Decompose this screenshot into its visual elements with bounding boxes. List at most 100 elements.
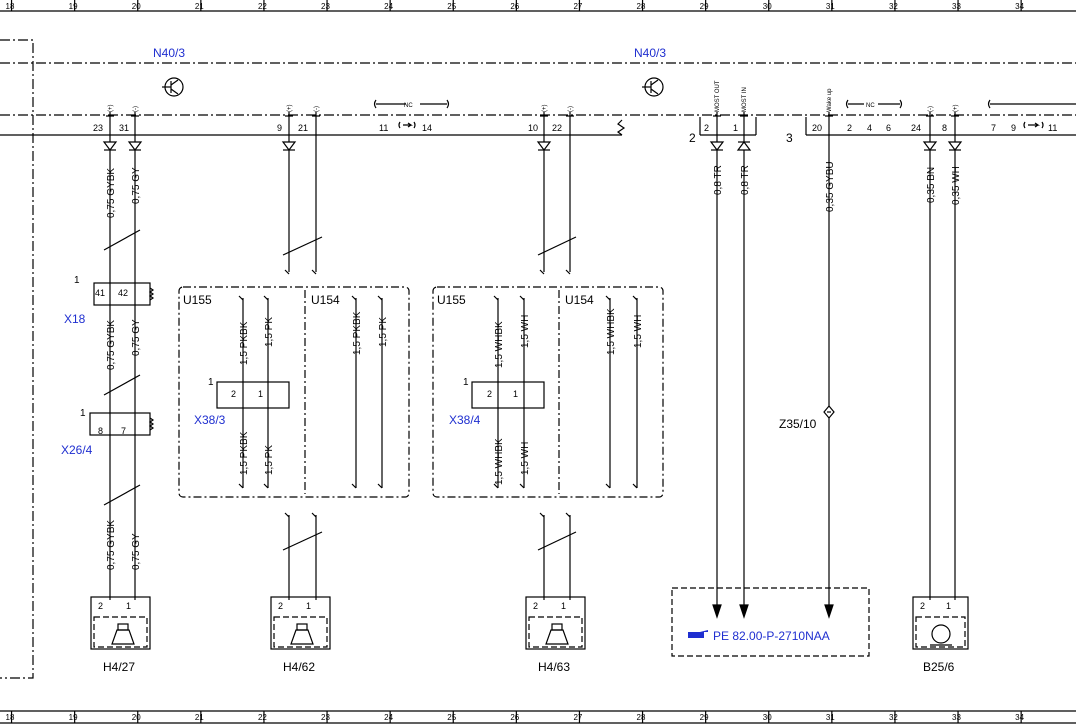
splice-label: Z35/10 xyxy=(779,417,817,431)
wire-label: 1,5 PKBK xyxy=(352,311,363,355)
pin-polarity: (-) xyxy=(568,106,574,112)
pin-polarity: (+) xyxy=(542,104,548,112)
speaker-icon xyxy=(90,596,151,650)
connector-label: X38/3 xyxy=(194,413,226,427)
ruler-number: 31 xyxy=(826,713,835,722)
ruler-number: 29 xyxy=(700,713,709,722)
pin-number: 2 xyxy=(231,389,236,399)
ruler-number: 32 xyxy=(889,713,898,722)
connector-x38-4 xyxy=(471,381,545,409)
pin-polarity: (-) xyxy=(928,106,934,112)
pin-number: 2 xyxy=(847,123,852,133)
pin-number: 1 xyxy=(126,601,131,611)
wire-label: 0,35 BN xyxy=(926,167,937,203)
speaker-icon xyxy=(525,596,586,650)
pin-number: 7 xyxy=(121,426,126,436)
connector-pin-one: 1 xyxy=(208,377,214,388)
transistor-icon xyxy=(642,77,664,97)
ruler-number: 18 xyxy=(6,713,15,722)
pin-number: 20 xyxy=(812,123,822,133)
ruler-number: 22 xyxy=(258,713,267,722)
connector-label: X18 xyxy=(64,312,86,326)
pin-polarity: (-) xyxy=(133,106,139,112)
connector-label: X38/4 xyxy=(449,413,481,427)
transistor-icon xyxy=(162,77,184,97)
connector-pin-one: 1 xyxy=(463,377,469,388)
ruler-number: 27 xyxy=(573,713,582,722)
ruler-number: 33 xyxy=(952,713,961,722)
group-label: U155 xyxy=(437,293,466,307)
wire-label: 1,5 PKBK xyxy=(239,321,250,365)
pin-polarity: (-) xyxy=(314,106,320,112)
reference-link[interactable]: PE 82.00-P-2710NAA xyxy=(713,629,830,643)
ruler-number: 18 xyxy=(6,2,15,11)
pin-number: 42 xyxy=(118,288,128,298)
wire-label: 1,5 WH xyxy=(520,442,531,475)
pin-number: 6 xyxy=(886,123,891,133)
ruler-number: 21 xyxy=(195,713,204,722)
connector-x26-4 xyxy=(89,412,151,436)
wire-label: 0,75 GYBK xyxy=(106,520,117,570)
connector-x18 xyxy=(93,282,151,306)
device-label: H4/27 xyxy=(103,660,135,674)
wire-label: 0,35 WH xyxy=(951,166,962,205)
pin-number: 1 xyxy=(513,389,518,399)
wire-label: 1,5 WHBK xyxy=(494,321,505,368)
pin-function: Wake up xyxy=(827,88,833,112)
ruler-number: 23 xyxy=(321,2,330,11)
ruler-number: 25 xyxy=(447,2,456,11)
wire-label: 0,75 GY xyxy=(131,319,142,356)
pin-number: 31 xyxy=(119,123,129,133)
pin-number: 1 xyxy=(561,601,566,611)
pin-number: 2 xyxy=(704,123,709,133)
u155-u154-group-left xyxy=(178,286,410,498)
nc-label: NC xyxy=(866,103,875,109)
pin-number: 1 xyxy=(258,389,263,399)
pin-number: 21 xyxy=(298,123,308,133)
pin-polarity: (+) xyxy=(287,104,293,112)
device-label: H4/62 xyxy=(283,660,315,674)
wire-label: 0,75 GY xyxy=(131,167,142,204)
top-ruler xyxy=(0,0,1076,12)
ruler-number: 30 xyxy=(763,713,772,722)
connector-label: X26/4 xyxy=(61,443,93,457)
pin-number: 1 xyxy=(946,601,951,611)
wire-label: 1,5 WH xyxy=(633,315,644,348)
group-label: U154 xyxy=(565,293,594,307)
svg-text:≈: ≈ xyxy=(0,319,3,325)
ruler-number: 27 xyxy=(573,2,582,11)
pin-number: 1 xyxy=(733,123,738,133)
ruler-number: 25 xyxy=(447,713,456,722)
module-frame xyxy=(0,62,1076,116)
group-label: U154 xyxy=(311,293,340,307)
ruler-number: 24 xyxy=(384,2,393,11)
pin-number: 2 xyxy=(98,601,103,611)
module-label-right: N40/3 xyxy=(634,46,666,60)
microphone-icon xyxy=(912,596,969,650)
group-label: U155 xyxy=(183,293,212,307)
wire-label: 1,5 PK xyxy=(264,445,275,475)
pin-number: 14 xyxy=(422,123,432,133)
bottom-ruler xyxy=(0,710,1076,724)
pin-number: 7 xyxy=(991,123,996,133)
reference-box xyxy=(671,587,870,657)
wire-label: 0,8 TR xyxy=(713,165,724,195)
pin-number: 9 xyxy=(277,123,282,133)
wire-label: 0,75 GYBK xyxy=(106,168,117,218)
ruler-number: 26 xyxy=(510,713,519,722)
pin-number: 8 xyxy=(98,426,103,436)
ruler-number: 24 xyxy=(384,713,393,722)
ruler-number: 21 xyxy=(195,2,204,11)
pin-marks xyxy=(106,115,959,518)
pin-number: 2 xyxy=(487,389,492,399)
nc-label: NC xyxy=(404,103,413,109)
ruler-number: 26 xyxy=(510,2,519,11)
ruler-number: 20 xyxy=(132,2,141,11)
wire-label: 1,5 WHBK xyxy=(606,308,617,355)
connector-group-number: 3 xyxy=(786,131,793,145)
speaker-icon xyxy=(270,596,331,650)
ruler-number: 20 xyxy=(132,713,141,722)
pin-number: 23 xyxy=(93,123,103,133)
wire-label: 0,8 TR xyxy=(740,165,751,195)
